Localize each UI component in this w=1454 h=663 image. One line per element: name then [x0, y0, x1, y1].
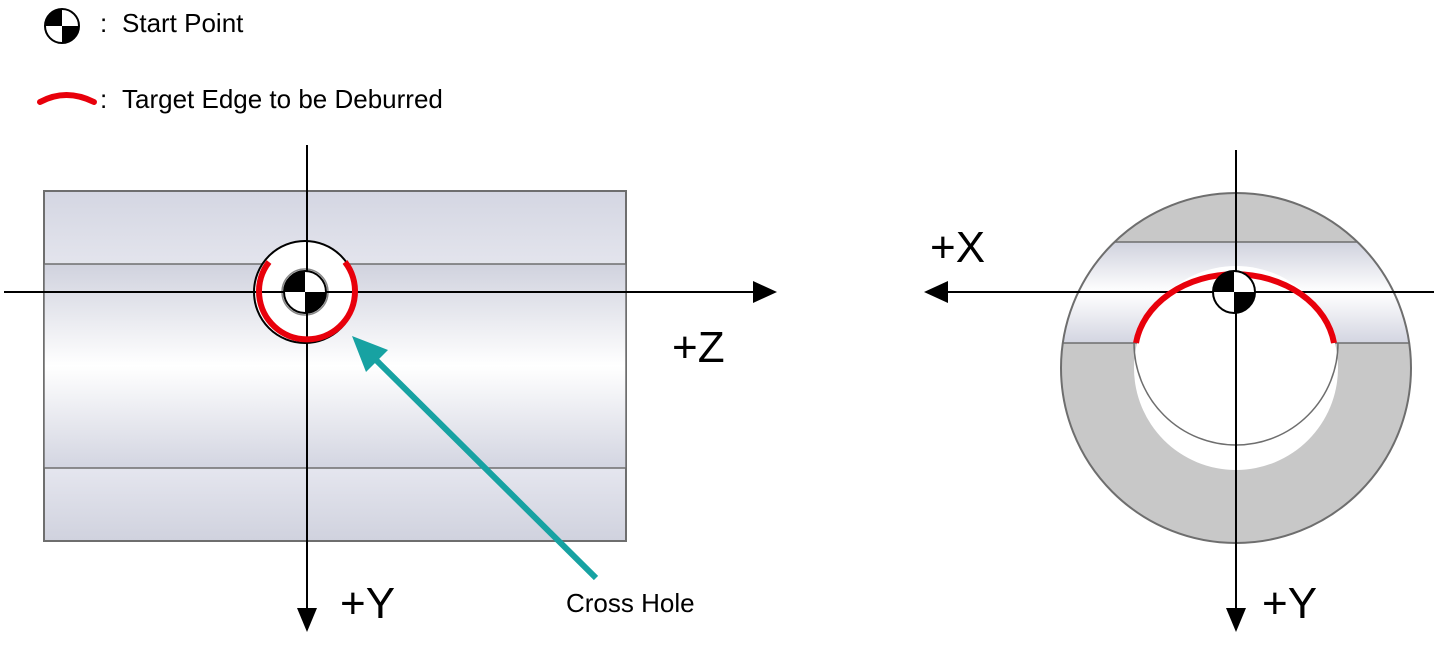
legend-separator-2: : [100, 84, 107, 114]
start-point-icon [44, 8, 80, 44]
end-y-arrowhead [1226, 608, 1246, 632]
legend-start-point-label: Start Point [122, 8, 244, 38]
side-view: +Z +Y Cross Hole [4, 145, 777, 632]
side-target-edge [256, 260, 358, 343]
legend-target-edge-label: Target Edge to be Deburred [122, 84, 443, 114]
side-start-point-icon [283, 270, 327, 314]
side-y-arrowhead [297, 608, 317, 632]
side-y-axis-label: +Y [340, 579, 395, 628]
target-edge-icon [37, 92, 97, 105]
cross-hole-callout-arrow [352, 336, 599, 581]
side-z-axis-label: +Z [672, 323, 725, 372]
legend-separator: : [100, 8, 107, 38]
legend: : Start Point : Target Edge to be Deburr… [37, 8, 443, 114]
end-x-axis-label: +X [930, 223, 985, 272]
end-view: +X +Y [924, 150, 1434, 632]
end-x-arrowhead [924, 281, 948, 303]
end-y-axis-label: +Y [1262, 579, 1317, 628]
end-start-point-icon [1212, 270, 1256, 314]
side-z-arrowhead [753, 281, 777, 303]
cross-hole-label: Cross Hole [566, 588, 695, 618]
